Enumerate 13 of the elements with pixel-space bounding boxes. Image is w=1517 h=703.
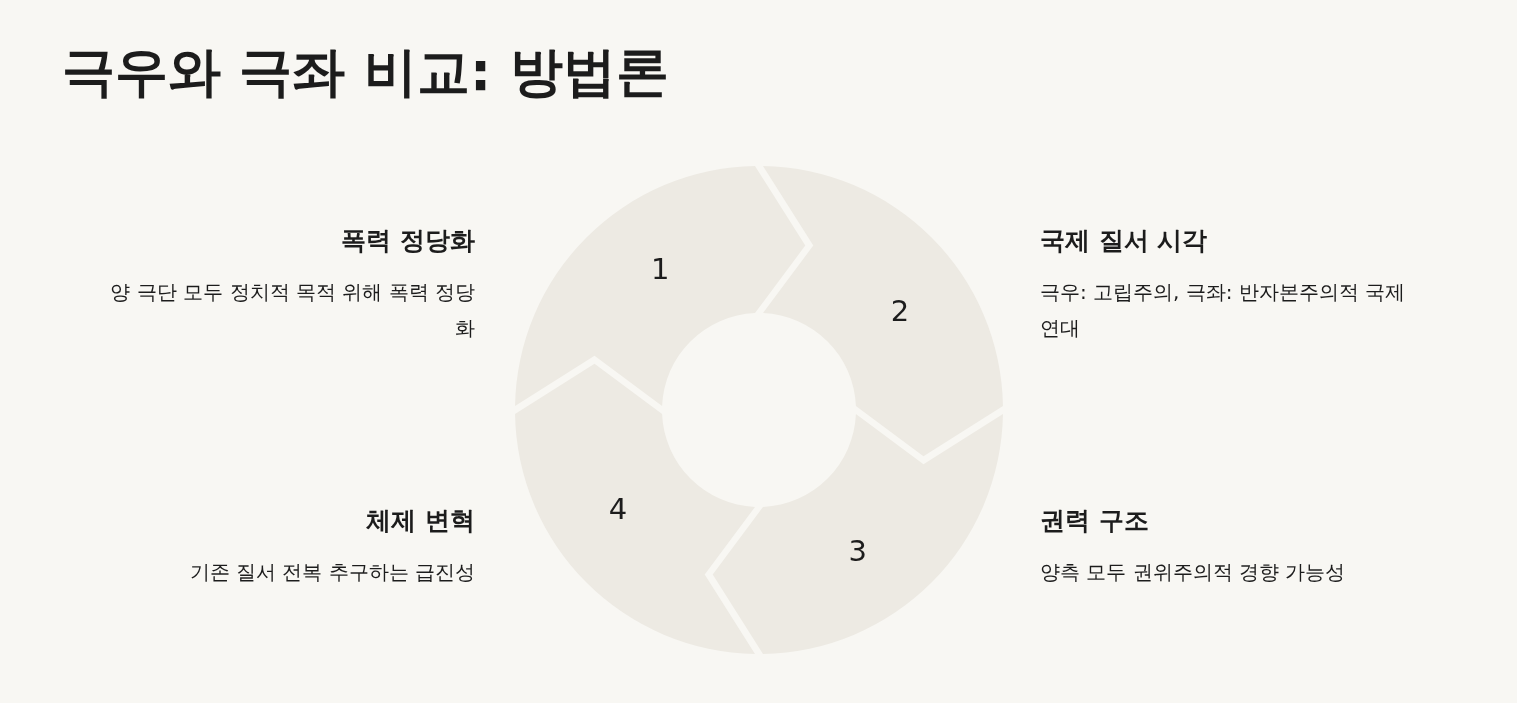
step-number: 3: [848, 536, 867, 566]
step-number: 4: [608, 494, 628, 524]
step-description: 양측 모두 권위주의적 경향 가능성: [1040, 559, 1346, 587]
step-description: 기존 질서 전복 추구하는 급진성: [189, 559, 475, 587]
step-number: 2: [890, 296, 910, 326]
step-description: 극우: 고립주의, 극좌: 반자본주의적 국제 연대: [1040, 279, 1407, 343]
step-number: 1: [651, 254, 670, 284]
title: 극우와 극좌 비교: 방법론: [62, 40, 669, 104]
step-heading: 폭력 정당화: [341, 225, 475, 257]
step-heading: 체제 변혁: [366, 505, 475, 537]
step-heading: 권력 구조: [1040, 505, 1149, 537]
step-description: 양 극단 모두 정치적 목적 위해 폭력 정당화: [109, 279, 475, 343]
step-heading: 국제 질서 시각: [1040, 225, 1208, 257]
